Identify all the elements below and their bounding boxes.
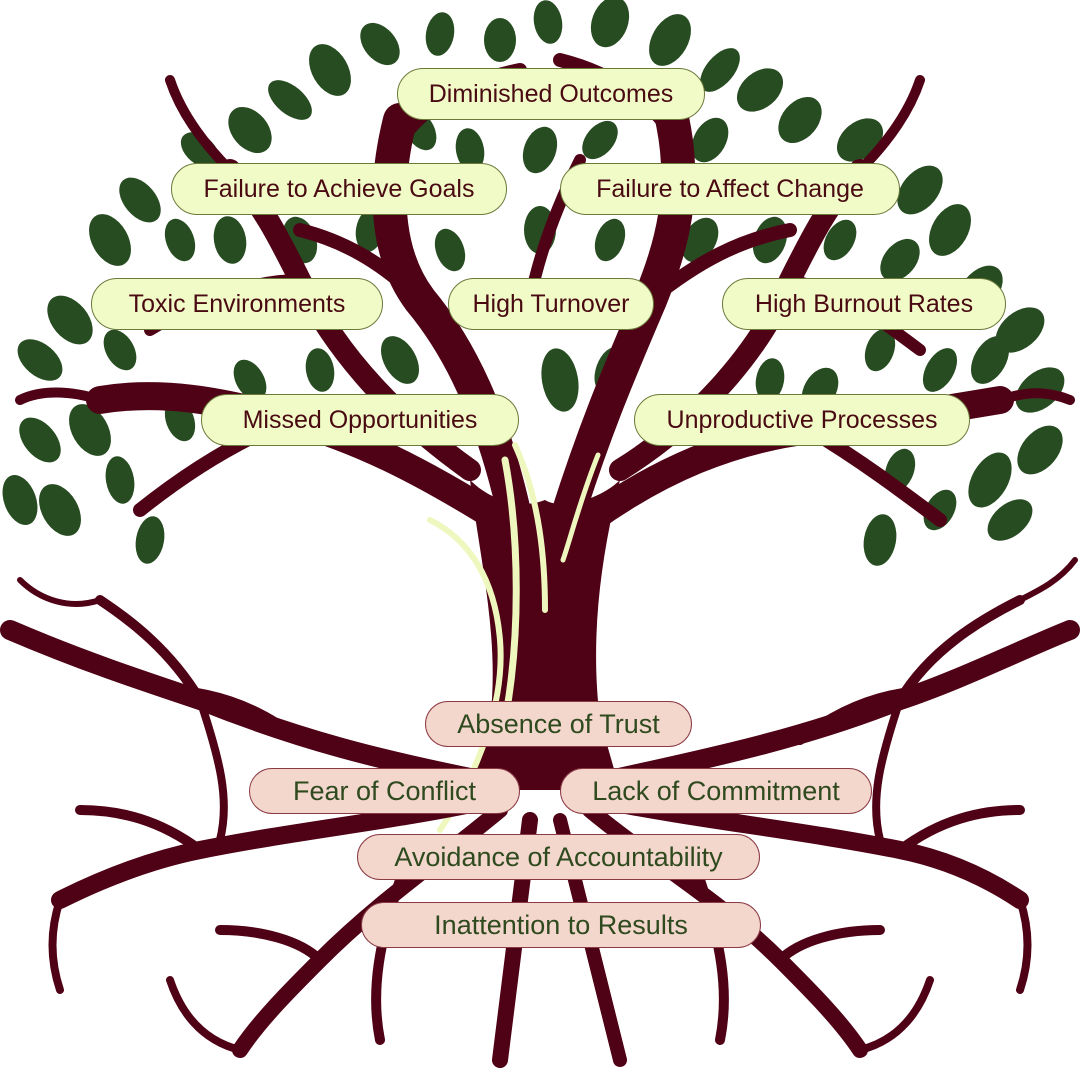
root: [695, 875, 729, 1045]
branch: [995, 388, 1075, 405]
leaf: [929, 204, 971, 256]
leaf: [309, 44, 351, 96]
root: [95, 595, 205, 705]
leaf: [700, 48, 740, 92]
leaf: [105, 456, 135, 504]
leaf: [823, 219, 857, 261]
branch: [165, 75, 235, 175]
consequence-diminished-outcomes: Diminished Outcomes: [397, 68, 705, 120]
leaf: [213, 216, 247, 264]
leaf: [590, 0, 630, 48]
leaf: [594, 218, 626, 262]
dysfunction-inattention-to-results: Inattention to Results: [361, 902, 761, 948]
consequence-high-turnover: High Turnover: [448, 278, 654, 330]
root: [895, 595, 1025, 705]
leaf: [541, 348, 579, 412]
root: [795, 685, 945, 745]
root: [775, 925, 885, 965]
leaf: [649, 14, 691, 66]
leaf: [17, 339, 63, 381]
dysfunction-lack-of-commitment: Lack of Commitment: [560, 768, 872, 814]
leaf: [103, 329, 137, 371]
consequence-failure-to-affect-change: Failure to Affect Change: [560, 163, 900, 215]
leaf: [995, 307, 1045, 353]
leaf: [582, 120, 618, 160]
leaf: [19, 417, 61, 463]
root: [856, 976, 934, 1054]
leaf: [681, 217, 719, 263]
branch: [15, 387, 105, 405]
leaf: [968, 452, 1012, 508]
leaf: [69, 404, 111, 456]
leaf: [1017, 425, 1063, 475]
leaf: [455, 128, 485, 172]
leaf: [228, 106, 272, 154]
root: [196, 696, 228, 844]
root: [75, 805, 205, 855]
leaf: [233, 359, 267, 401]
leaf: [778, 96, 822, 144]
branch: [855, 75, 925, 175]
branch: [293, 223, 427, 307]
leaf: [897, 165, 943, 215]
root: [600, 620, 1080, 790]
leaf: [47, 295, 93, 345]
consequence-high-burnout-rates: High Burnout Rates: [722, 278, 1006, 330]
leaf: [434, 228, 466, 272]
consequence-unproductive-processes: Unproductive Processes: [634, 394, 970, 446]
branch: [643, 223, 797, 307]
root: [1017, 557, 1078, 603]
leaf: [268, 80, 312, 120]
leaf: [971, 336, 1009, 384]
foliage: [2, 0, 1065, 566]
leaf: [381, 336, 419, 384]
leaf: [755, 358, 785, 402]
leaf: [89, 214, 131, 266]
leaf: [533, 0, 563, 44]
root: [166, 976, 244, 1054]
roots: [0, 557, 1080, 1068]
leaf: [425, 12, 455, 56]
root: [371, 875, 405, 1045]
dysfunction-fear-of-conflict: Fear of Conflict: [249, 768, 520, 814]
root: [51, 791, 499, 909]
leaf: [736, 68, 784, 112]
leaf: [987, 499, 1033, 541]
root: [895, 805, 1025, 855]
root: [215, 925, 325, 965]
dysfunction-absence-of-trust: Absence of Trust: [425, 701, 692, 747]
leaf: [135, 516, 165, 564]
leaf: [164, 218, 196, 262]
leaf: [119, 177, 161, 223]
leaf: [864, 328, 896, 372]
leaf: [880, 238, 920, 282]
leaf: [305, 348, 335, 392]
leaf: [360, 22, 400, 66]
leaf: [522, 126, 558, 174]
consequence-toxic-environments: Toxic Environments: [91, 278, 383, 330]
root: [48, 896, 64, 994]
root: [0, 620, 490, 790]
consequence-failure-to-achieve-goals: Failure to Achieve Goals: [171, 163, 507, 215]
dysfunction-avoidance-of-accountability: Avoidance of Accountability: [357, 834, 760, 880]
root: [872, 696, 904, 844]
leaf: [484, 18, 516, 62]
leaf: [39, 484, 81, 536]
root: [155, 685, 305, 745]
consequence-missed-opportunities: Missed Opportunities: [201, 394, 519, 446]
leaf: [922, 348, 958, 392]
leaf: [863, 514, 897, 566]
root: [1016, 896, 1032, 994]
root: [17, 577, 103, 607]
leaf: [691, 117, 729, 163]
leaf: [2, 474, 38, 526]
